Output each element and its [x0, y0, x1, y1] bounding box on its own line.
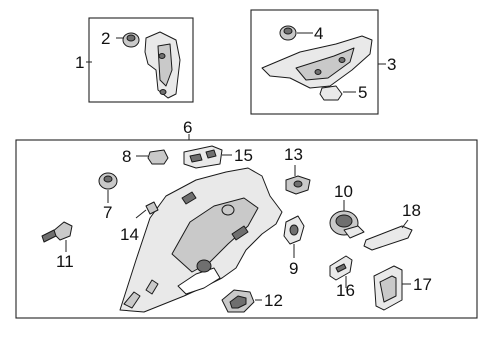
part-clip-7 [98, 172, 118, 190]
part-grommet-12 [221, 289, 255, 313]
callout-12: 12 [264, 291, 283, 310]
callout-7: 7 [103, 203, 112, 222]
part-clip-8 [147, 149, 169, 165]
part-bracket-15 [183, 145, 223, 169]
callout-9: 9 [289, 259, 298, 278]
callout-16: 16 [336, 281, 355, 300]
callout-5: 5 [358, 83, 367, 102]
callout-8: 8 [122, 147, 131, 166]
callout-15: 15 [234, 146, 253, 165]
callout-18: 18 [402, 201, 421, 220]
part-clip-2 [122, 32, 140, 48]
part-clip-14 [145, 201, 159, 215]
part-quarter-trim-panel [119, 167, 283, 313]
part-connector-13 [285, 175, 311, 195]
group-box-3 [250, 9, 379, 115]
callout-2: 2 [101, 29, 110, 48]
part-cup-10 [329, 210, 365, 239]
part-panel-17 [373, 265, 403, 311]
part-clip-4 [279, 25, 297, 41]
group-box-1 [88, 17, 194, 103]
callout-10: 10 [334, 182, 353, 201]
callout-13: 13 [284, 145, 303, 164]
callout-4: 4 [314, 24, 323, 43]
callout-14: 14 [120, 225, 139, 244]
part-cover-5 [319, 85, 343, 101]
callout-1: 1 [75, 53, 84, 72]
part-pad-18 [363, 225, 413, 251]
group-box-6 [15, 139, 478, 319]
part-bracket-16 [329, 255, 353, 281]
part-pillar-trim-3 [261, 35, 373, 89]
part-hook-9 [283, 215, 305, 245]
callout-6: 6 [183, 118, 192, 137]
part-clip-11 [41, 221, 73, 243]
callout-17: 17 [413, 275, 432, 294]
callout-11: 11 [56, 252, 74, 271]
part-pillar-trim-1 [144, 31, 181, 99]
callout-3: 3 [387, 55, 396, 74]
